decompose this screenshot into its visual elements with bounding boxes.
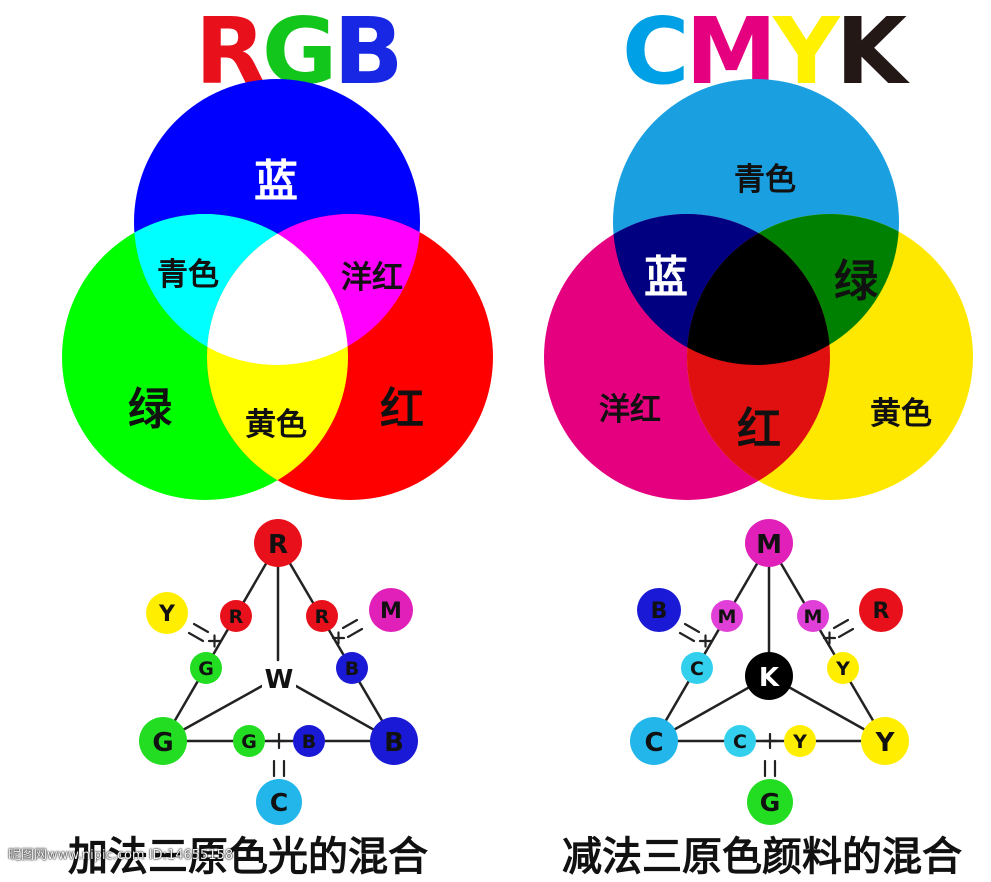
cmyk-center-circle: [745, 652, 793, 700]
cmyk-left-pair-a-label: M: [718, 606, 737, 628]
cmyk-label-magenta: 洋红: [599, 392, 661, 428]
cmyk-node-bottom-label: G: [760, 788, 781, 817]
cmyk-node-right-circle: [861, 717, 909, 765]
rgb-label-yellow: 黄色: [245, 407, 307, 443]
cmyk-right-pair-a-circle: [797, 600, 829, 632]
cmyk-right-result-label: R: [873, 599, 890, 624]
cmyk-label-cyan: 青色: [734, 162, 796, 198]
rgb-venn: 蓝 青色 洋红 绿 黄色 红: [62, 79, 493, 500]
cmyk-node-left-label: C: [644, 728, 663, 758]
cmyk-operators: [678, 618, 855, 778]
cmyk-black-region: [687, 214, 830, 365]
rgb-label-blue: 蓝: [254, 156, 298, 207]
cmyk-bottom-pair-a-label: C: [733, 731, 747, 753]
rgb-label-cyan: 青色: [157, 257, 219, 293]
rgb-label-green: 绿: [128, 384, 173, 435]
cmyk-node-right-label: Y: [875, 728, 896, 758]
cmyk-bottom-pair-a-circle: [724, 725, 756, 757]
cmyk-right-pair-b-circle: [827, 652, 859, 684]
rgb-triangle-lines: [161, 541, 396, 743]
rgb-right-pair-b-label: B: [345, 658, 359, 680]
rgb-bottom-pair-a-circle: [233, 725, 265, 757]
cmyk-bottom-pair-b-circle: [784, 725, 816, 757]
cmyk-caption: 减法三原色颜料的混合: [562, 834, 962, 880]
cmyk-node-bottom-circle: [747, 779, 793, 825]
rgb-bottom-pair-a-label: G: [241, 731, 257, 753]
cmyk-label-green: 绿: [834, 256, 879, 307]
rgb-right-pair-b-circle: [336, 652, 368, 684]
rgb-left-pair-b-label: G: [198, 658, 214, 680]
rgb-title-b: B: [333, 0, 403, 105]
cmyk-left-result-label: B: [651, 599, 668, 624]
cmyk-left-pair-a-circle: [711, 600, 743, 632]
cmyk-center-label: K: [759, 663, 780, 693]
cmyk-right-pair-a-label: M: [804, 606, 823, 628]
rgb-bottom-pair-b-circle: [293, 725, 325, 757]
cmyk-title-k: K: [835, 0, 907, 105]
rgb-label-magenta: 洋红: [341, 260, 403, 296]
cmyk-triangle-lines: [652, 541, 887, 743]
rgb-center-bg: [262, 662, 296, 694]
cmyk-left-result-circle: [637, 588, 681, 632]
cmyk-venn: 青色 蓝 绿 洋红 红 黄色: [544, 79, 973, 500]
rgb-title: RGB: [195, 0, 403, 105]
rgb-node-bottom-label: C: [270, 788, 288, 817]
rgb-left-result-label: Y: [158, 602, 176, 627]
rgb-node-top-label: R: [268, 530, 288, 560]
cmyk-label-red: 红: [737, 404, 781, 455]
rgb-node-right-circle: [370, 717, 418, 765]
cmyk-node-left-circle: [630, 717, 678, 765]
rgb-left-pair-a-label: R: [229, 606, 244, 628]
cmyk-label-blue: 蓝: [644, 252, 688, 303]
rgb-node-top-circle: [254, 519, 302, 567]
cmyk-mixing-triangle: M C Y K G M C B M Y R C Y: [630, 519, 909, 825]
rgb-left-pair-a-circle: [220, 600, 252, 632]
rgb-node-left-label: G: [152, 728, 173, 758]
cmyk-node-top-circle: [745, 519, 793, 567]
rgb-mixing-triangle: R G B W C R G Y R B M G B: [139, 519, 418, 825]
cmyk-title-c: C: [622, 0, 690, 105]
rgb-left-result-circle: [146, 592, 188, 634]
rgb-right-result-circle: [369, 588, 413, 632]
rgb-node-right-label: B: [384, 728, 404, 758]
cmyk-node-top-label: M: [756, 530, 782, 560]
rgb-left-pair-b-circle: [190, 652, 222, 684]
rgb-node-left-circle: [139, 717, 187, 765]
rgb-center-label: W: [265, 665, 294, 695]
cmyk-right-result-circle: [859, 588, 903, 632]
rgb-right-pair-a-label: R: [315, 606, 330, 628]
cmyk-bottom-pair-b-label: Y: [792, 731, 807, 753]
rgb-node-bottom-circle: [256, 779, 302, 825]
cmyk-left-pair-b-label: C: [690, 658, 704, 680]
rgb-right-pair-a-circle: [306, 600, 338, 632]
cmyk-right-pair-b-label: Y: [835, 658, 850, 680]
rgb-bottom-pair-b-label: B: [302, 731, 316, 753]
rgb-right-result-label: M: [380, 599, 402, 624]
watermark: 昵图网www.nipic.com ID:14655158: [8, 848, 234, 863]
rgb-label-red: 红: [380, 384, 424, 435]
rgb-operators: [187, 618, 364, 778]
cmyk-left-pair-b-circle: [681, 652, 713, 684]
rgb-white-region: [207, 214, 348, 365]
cmyk-label-yellow: 黄色: [870, 396, 932, 432]
